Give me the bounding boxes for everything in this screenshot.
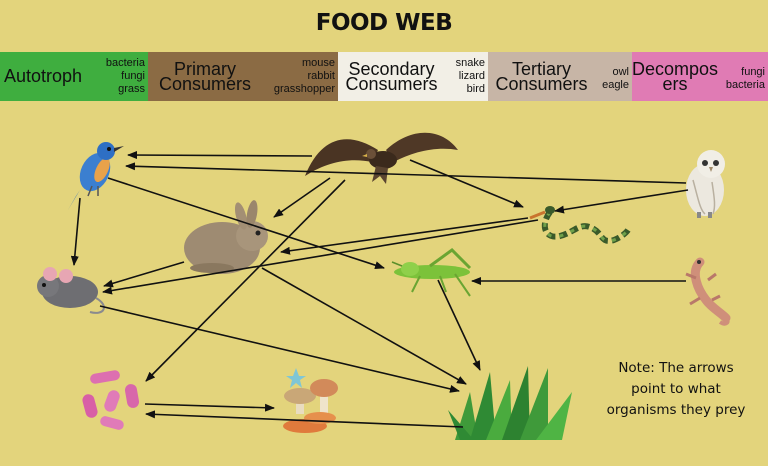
snake-illustration (529, 206, 631, 244)
arrow-bird-mouse (70, 197, 81, 266)
example-label: grasshopper (273, 83, 335, 95)
category-name-line: Secondary (348, 58, 435, 79)
category-name-line: Consumers (495, 73, 588, 94)
example-label: eagle (602, 79, 629, 91)
arrow-rabbit-mouse (103, 261, 185, 288)
category-name-line: Decompos (632, 58, 719, 79)
bird-illustration (68, 142, 124, 210)
arrows (70, 151, 689, 428)
example-label: rabbit (307, 70, 335, 82)
example-label: lizard (458, 70, 485, 82)
fungi-illustration (283, 368, 338, 433)
example-label: bacteria (725, 79, 765, 91)
category-name-line: Consumers (345, 73, 438, 94)
eagle-illustration (305, 132, 458, 184)
example-label: bacteria (105, 57, 145, 69)
arrow-grasshopper-grass (437, 279, 481, 371)
example-label: fungi (121, 70, 145, 82)
category-name: Autotroph (4, 66, 83, 86)
category-autotroph: Autotroph bacteria fungi grass (0, 52, 148, 101)
example-label: snake (455, 57, 485, 69)
example-label: owl (612, 66, 629, 78)
arrow-bacteria-fungi (144, 403, 275, 412)
note-text: Note: The arrows point to what organisms… (606, 360, 746, 418)
arrow-eagle-snake (409, 159, 524, 208)
bacteria-illustration (82, 370, 140, 430)
arrow-owl-snake (554, 189, 689, 214)
category-name-line: Primary (174, 58, 236, 79)
lizard-illustration (685, 257, 731, 326)
arrow-mouse-grass (99, 305, 460, 393)
arrow-eagle-bird (127, 151, 313, 160)
example-label: mouse (301, 57, 335, 69)
arrow-snake-rabbit (280, 217, 529, 255)
owl-illustration (686, 150, 725, 218)
arrow-eagle-bacteria (145, 179, 346, 382)
category-name-line: ers (662, 73, 688, 94)
example-label: fungi (741, 66, 765, 78)
example-label: bird (466, 83, 485, 95)
arrow-owl-bird (125, 162, 687, 184)
rabbit-illustration (184, 200, 268, 274)
page-title: FOOD WEB (315, 10, 453, 36)
mouse-illustration (37, 267, 105, 314)
arrow-snake-mouse (102, 219, 539, 295)
arrow-grass-bacteria (145, 410, 464, 428)
grass-illustration (448, 366, 572, 440)
arrow-rabbit-grass (261, 267, 467, 385)
example-label: grass (118, 83, 145, 95)
grasshopper-illustration (391, 248, 472, 297)
category-name-line: Consumers (158, 73, 252, 94)
category-name-line: Tertiary (511, 58, 571, 79)
arrow-eagle-rabbit (273, 177, 331, 218)
